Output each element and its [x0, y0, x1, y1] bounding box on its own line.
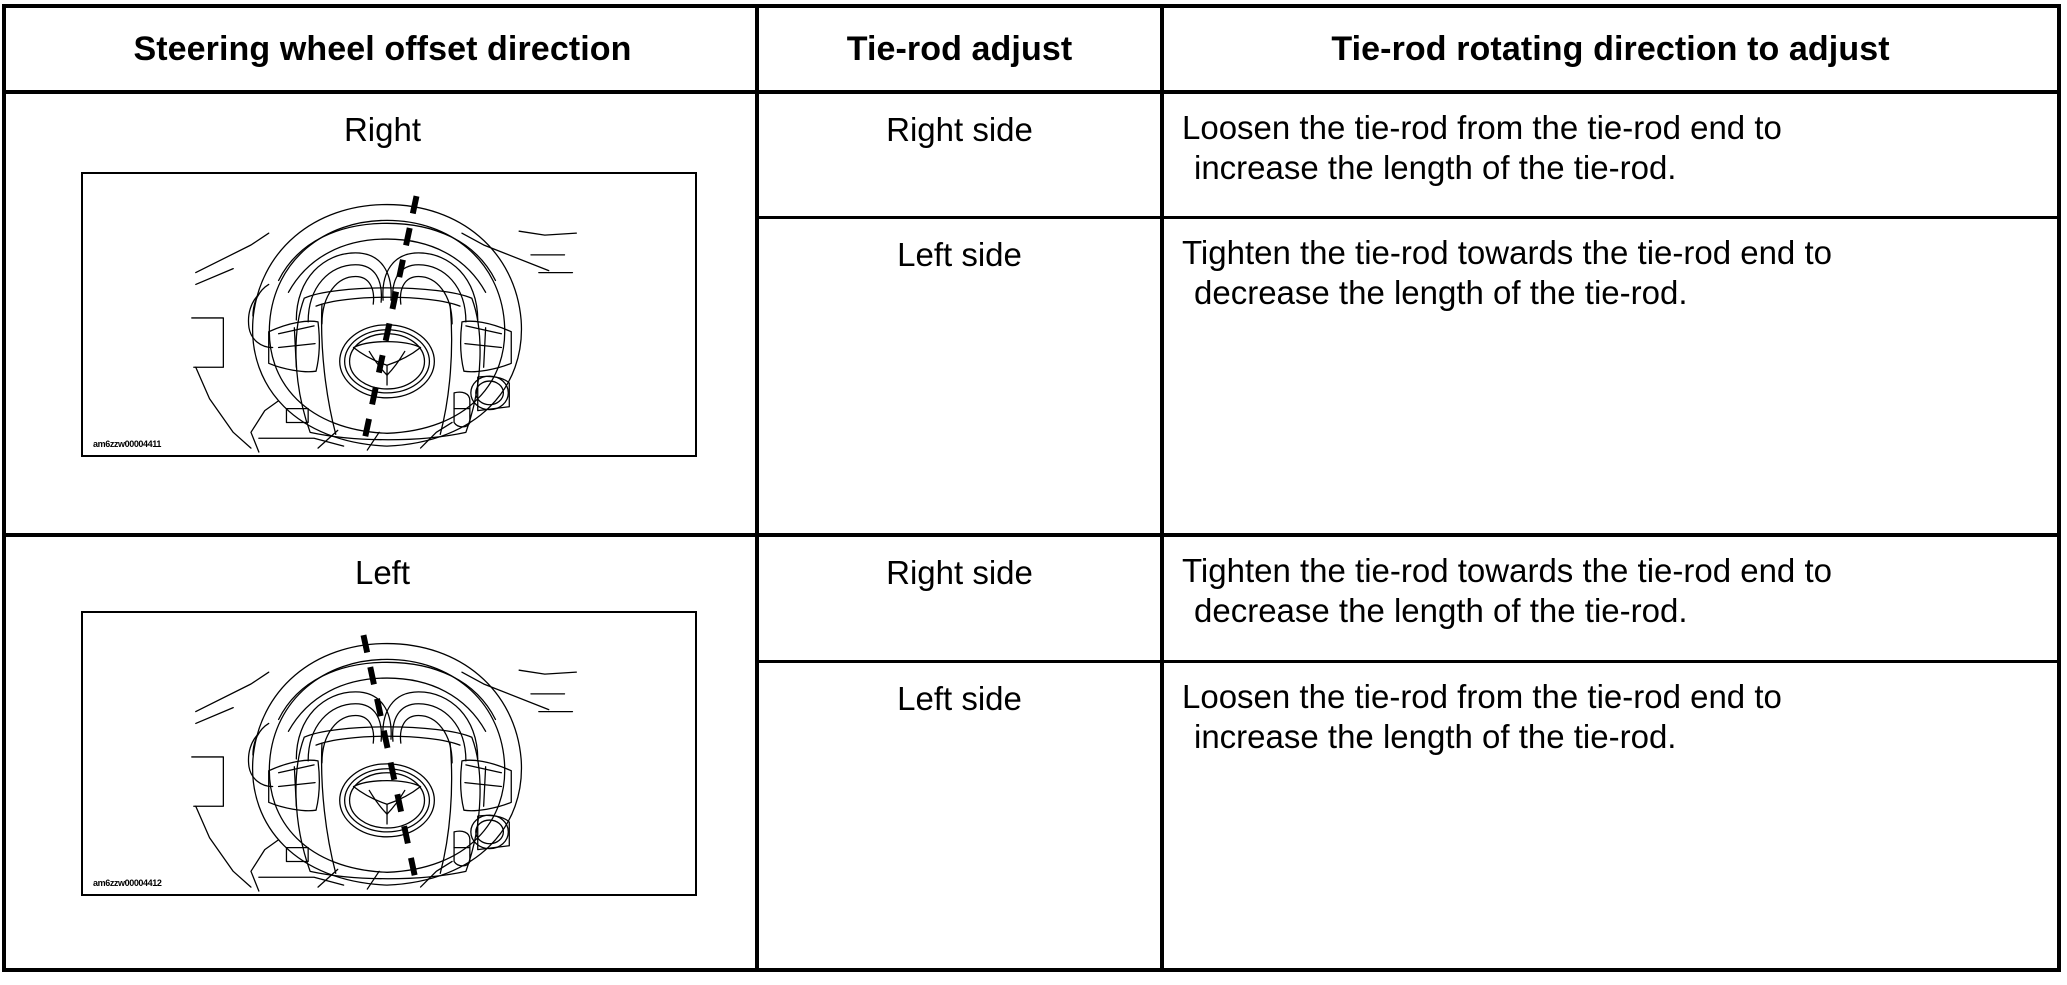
tie-rod-adjustment-table: Steering wheel offset direction Tie-rod …	[2, 4, 2061, 972]
offset-direction-label: Left	[354, 554, 411, 591]
instruction-line-2: increase the length of the tie-rod.	[1194, 718, 1677, 756]
column-header-steering-wheel-offset-direction: Steering wheel offset direction	[10, 8, 755, 90]
figure-id-code: am6zzw00004412	[93, 878, 162, 888]
column-header-label: Tie-rod adjust	[846, 29, 1073, 68]
instruction-line-1: Tighten the tie-rod towards the tie-rod …	[1182, 234, 1832, 271]
steering-wheel-figure-right: am6zzw00004411	[81, 172, 697, 457]
sub-row-divider-2	[755, 660, 2057, 663]
tie-rod-side-cell: Right side	[759, 94, 1160, 216]
instruction-line-1: Loosen the tie-rod from the tie-rod end …	[1182, 109, 1782, 146]
sub-row-divider-1	[755, 216, 2057, 219]
offset-reference-dashed-line	[360, 634, 418, 876]
tie-rod-instruction-cell: Loosen the tie-rod from the tie-rod end …	[1164, 663, 2055, 972]
offset-direction-cell-left: Left	[10, 537, 755, 972]
column-header-label: Tie-rod rotating direction to adjust	[1331, 29, 1890, 68]
instruction-line-1: Loosen the tie-rod from the tie-rod end …	[1182, 678, 1782, 715]
tie-rod-side-label: Right side	[886, 554, 1033, 591]
steering-wheel-illustration-icon	[191, 195, 577, 453]
tie-rod-side-label: Right side	[886, 111, 1033, 148]
steering-wheel-illustration-icon	[191, 634, 577, 892]
instruction-line-2: decrease the length of the tie-rod.	[1194, 274, 1688, 312]
offset-reference-dashed-line	[362, 195, 420, 437]
tie-rod-side-label: Left side	[897, 680, 1022, 717]
column-header-tie-rod-rotating-direction: Tie-rod rotating direction to adjust	[1164, 8, 2057, 90]
tie-rod-side-label: Left side	[897, 236, 1022, 273]
instruction-line-1: Tighten the tie-rod towards the tie-rod …	[1182, 552, 1832, 589]
figure-id-code: am6zzw00004411	[93, 439, 161, 449]
column-header-tie-rod-adjust: Tie-rod adjust	[759, 8, 1160, 90]
main-row-divider	[6, 533, 2057, 537]
offset-direction-label: Right	[343, 111, 422, 148]
tie-rod-instruction-cell: Tighten the tie-rod towards the tie-rod …	[1164, 537, 2055, 660]
tie-rod-side-cell: Left side	[759, 219, 1160, 533]
column-divider-2	[1160, 8, 1164, 968]
offset-direction-cell-right: Right	[10, 94, 755, 533]
instruction-line-2: increase the length of the tie-rod.	[1194, 149, 1677, 187]
tie-rod-side-cell: Right side	[759, 537, 1160, 660]
header-row-divider	[6, 90, 2057, 94]
tie-rod-instruction-cell: Loosen the tie-rod from the tie-rod end …	[1164, 94, 2055, 216]
column-divider-1	[755, 8, 759, 968]
tie-rod-side-cell: Left side	[759, 663, 1160, 972]
instruction-line-2: decrease the length of the tie-rod.	[1194, 592, 1688, 630]
column-header-label: Steering wheel offset direction	[133, 29, 632, 68]
tie-rod-instruction-cell: Tighten the tie-rod towards the tie-rod …	[1164, 219, 2055, 533]
steering-wheel-figure-left: am6zzw00004412	[81, 611, 697, 896]
